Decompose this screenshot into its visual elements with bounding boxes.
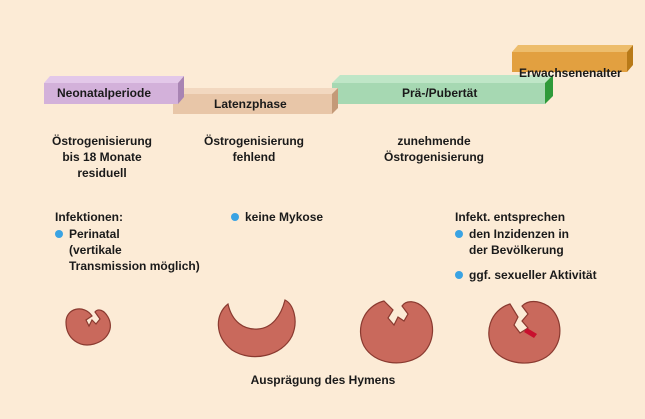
estrogen-text-pubertal: zunehmende Östrogenisierung [364, 133, 504, 165]
bullet-sexual-activity: ggf. sexueller Aktivität [455, 267, 597, 283]
hymen-adult-icon [489, 302, 560, 364]
estrogen-text-neonatal: Östrogenisierung bis 18 Monate residuell [32, 133, 172, 181]
hymen-illustrations [0, 288, 645, 378]
infections-heading: Infektionen: [55, 209, 123, 225]
hymen-latency-icon [218, 300, 295, 357]
bullet-dot [455, 271, 463, 279]
estrogen-text-latency: Östrogenisierung fehlend [184, 133, 324, 165]
bullet-dot [55, 230, 63, 238]
phase-label-neonatal: Neonatalperiode [57, 86, 151, 100]
phase-label-latency: Latenzphase [214, 97, 287, 111]
bullet-incidence-text: den Inzidenzen in der Bevölkerung [469, 226, 569, 258]
bullet-no-mycosis: keine Mykose [231, 209, 323, 225]
bullet-perinatal: Perinatal (vertikale Transmission möglic… [55, 226, 200, 274]
hymen-neonatal-icon [66, 309, 110, 345]
adult-infections-heading: Infekt. entsprechen [455, 209, 565, 225]
bullet-perinatal-text: Perinatal (vertikale Transmission möglic… [69, 226, 200, 274]
bullet-sexual-activity-text: ggf. sexueller Aktivität [469, 267, 597, 283]
hymen-caption: Ausprägung des Hymens [212, 372, 434, 388]
bullet-dot [231, 213, 239, 221]
phase-label-pubertal: Prä-/Pubertät [402, 86, 477, 100]
bullet-no-mycosis-text: keine Mykose [245, 209, 323, 225]
hymen-pubertal-icon [361, 301, 433, 363]
bullet-incidence: den Inzidenzen in der Bevölkerung [455, 226, 569, 258]
bullet-dot [455, 230, 463, 238]
phase-label-adult: Erwachsenenalter [519, 66, 622, 80]
